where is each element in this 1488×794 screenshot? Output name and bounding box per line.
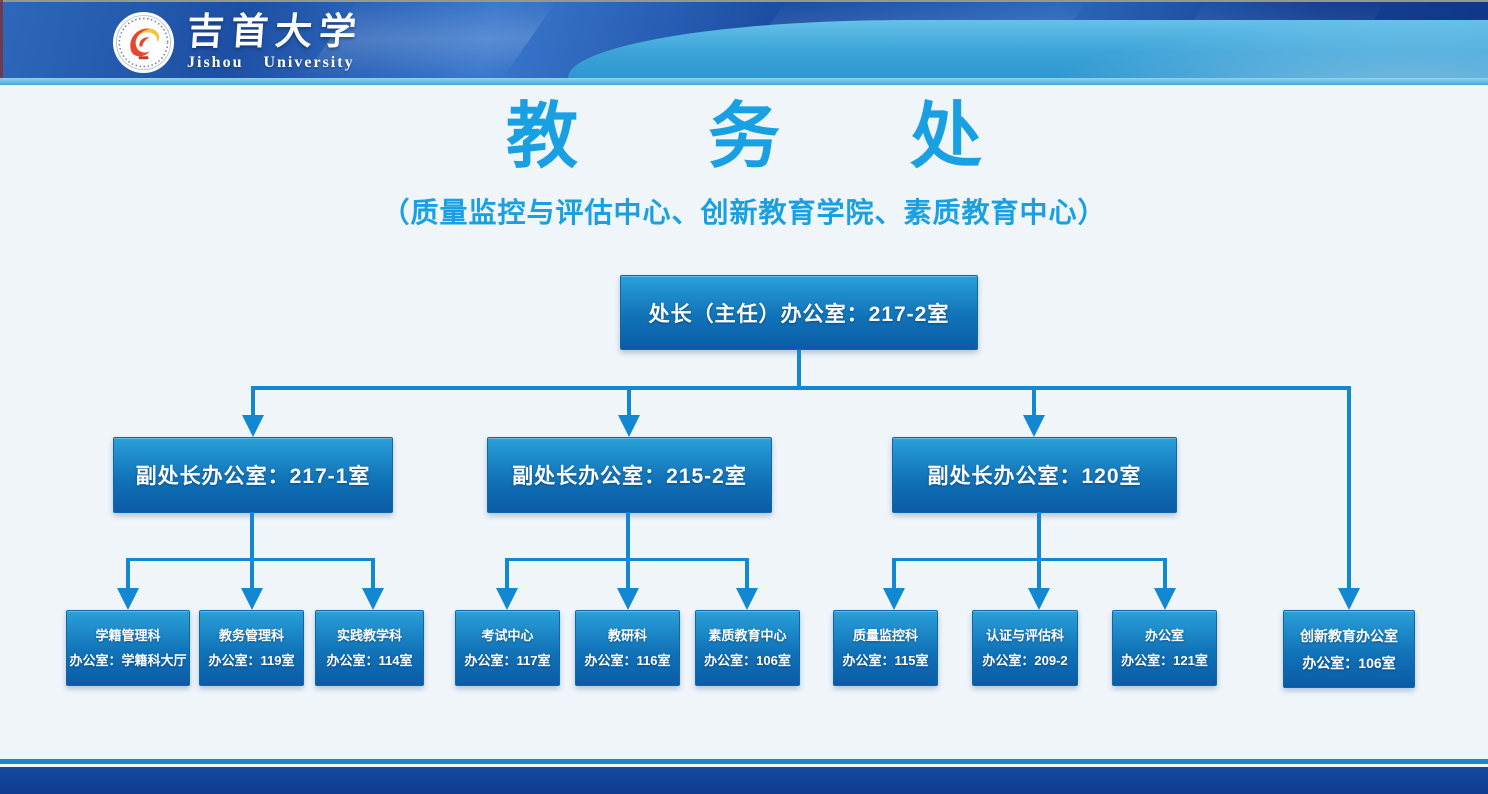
org-node-deputy-office-1: 副处长办公室：217-1室 [113, 437, 393, 513]
org-node-room: 办公室：115室 [842, 653, 929, 668]
org-node-shijian-section: 实践教学科 办公室：114室 [315, 610, 424, 686]
connector-arrow-icon [1023, 415, 1045, 437]
org-node-chuangxin-office: 创新教育办公室 办公室：106室 [1283, 610, 1415, 688]
connector-line [745, 560, 749, 590]
org-node-zhiliang-section: 质量监控科 办公室：115室 [833, 610, 938, 686]
connector-arrow-icon [883, 588, 905, 610]
org-node-name: 素质教育中心 [708, 628, 787, 643]
connector-line [126, 560, 130, 590]
connector-arrow-icon [117, 588, 139, 610]
connector-arrow-icon [362, 588, 384, 610]
connector-line [1347, 388, 1351, 588]
org-node-label: 处长（主任）办公室：217-2室 [648, 302, 950, 326]
org-node-room: 办公室：106室 [704, 653, 791, 668]
connector-arrow-icon [241, 588, 263, 610]
connector-line [505, 558, 749, 561]
org-node-room: 办公室：学籍科大厅 [69, 653, 187, 668]
org-node-room: 办公室：117室 [464, 653, 551, 668]
org-node-name: 实践教学科 [336, 628, 402, 643]
university-name-en: Jishou University [187, 53, 355, 71]
banner-wave-highlight [988, 8, 1488, 78]
org-node-name: 认证与评估科 [985, 628, 1064, 643]
org-node-room: 办公室：116室 [584, 653, 671, 668]
org-node-name: 学籍管理科 [95, 628, 161, 643]
banner-bottom-strip [0, 78, 1488, 85]
org-node-suzhi-center: 素质教育中心 办公室：106室 [695, 610, 800, 686]
org-node-bangongshi: 办公室 办公室：121室 [1112, 610, 1217, 686]
page-title: 教务处 [505, 97, 1112, 177]
banner-wave-graphic [568, 20, 1488, 78]
connector-arrow-icon [242, 415, 264, 437]
org-node-room: 办公室：121室 [1121, 653, 1208, 668]
org-node-deputy-office-2: 副处长办公室：215-2室 [487, 437, 772, 513]
banner: 吉首大学 Jishou University [0, 0, 1488, 85]
connector-arrow-icon [496, 588, 518, 610]
connector-arrow-icon [1338, 588, 1360, 610]
org-node-exam-center: 考试中心 办公室：117室 [455, 610, 560, 686]
connector-line [1163, 560, 1167, 590]
org-node-room: 办公室：106室 [1302, 654, 1396, 671]
org-node-label: 副处长办公室：215-2室 [512, 465, 747, 488]
connector-line [627, 388, 631, 416]
org-node-name: 创新教育办公室 [1300, 627, 1398, 644]
org-node-room: 办公室：114室 [326, 653, 413, 668]
university-logo-icon [112, 11, 175, 74]
org-node-name: 办公室 [1144, 628, 1184, 643]
org-node-room: 办公室：209-2 [982, 653, 1068, 668]
connector-line [1037, 560, 1041, 590]
connector-line [892, 560, 896, 590]
org-node-deputy-office-3: 副处长办公室：120室 [892, 437, 1177, 513]
connector-line [250, 560, 254, 590]
connector-line [371, 560, 375, 590]
connector-arrow-icon [617, 588, 639, 610]
connector-line [1032, 388, 1036, 416]
connector-line [626, 560, 630, 590]
university-name-block: 吉首大学 Jishou University [186, 12, 365, 72]
footer-accent-strip [0, 759, 1488, 764]
university-brand: 吉首大学 Jishou University [112, 11, 365, 74]
org-node-xueji-section: 学籍管理科 办公室：学籍科大厅 [66, 610, 190, 686]
connector-line [1037, 512, 1041, 561]
connector-arrow-icon [736, 588, 758, 610]
footer-bar [0, 767, 1488, 794]
org-node-jiaowu-section: 教务管理科 办公室：119室 [199, 610, 304, 686]
page-subtitle: （质量监控与评估中心、创新教育学院、素质教育中心） [381, 197, 1107, 228]
org-node-name: 教务管理科 [218, 628, 284, 643]
org-node-name: 考试中心 [481, 628, 534, 643]
connector-line [250, 512, 254, 561]
org-node-room: 办公室：119室 [208, 653, 295, 668]
connector-line [797, 350, 801, 388]
banner-left-edge [0, 0, 3, 78]
connector-line [892, 558, 1167, 561]
connector-line [251, 386, 1351, 390]
connector-line [505, 560, 509, 590]
org-node-director-office: 处长（主任）办公室：217-2室 [620, 275, 978, 350]
connector-line [251, 388, 255, 416]
connector-line [626, 512, 630, 561]
org-node-jiaoyan-section: 教研科 办公室：116室 [575, 610, 680, 686]
org-node-label: 副处长办公室：217-1室 [135, 465, 371, 488]
org-node-name: 质量监控科 [852, 628, 918, 643]
org-node-renzheng-section: 认证与评估科 办公室：209-2 [972, 610, 1078, 686]
connector-arrow-icon [1154, 588, 1176, 610]
connector-arrow-icon [618, 415, 640, 437]
connector-line [126, 558, 375, 561]
org-node-label: 副处长办公室：120室 [927, 465, 1142, 488]
org-node-name: 教研科 [607, 628, 647, 643]
connector-arrow-icon [1028, 588, 1050, 610]
